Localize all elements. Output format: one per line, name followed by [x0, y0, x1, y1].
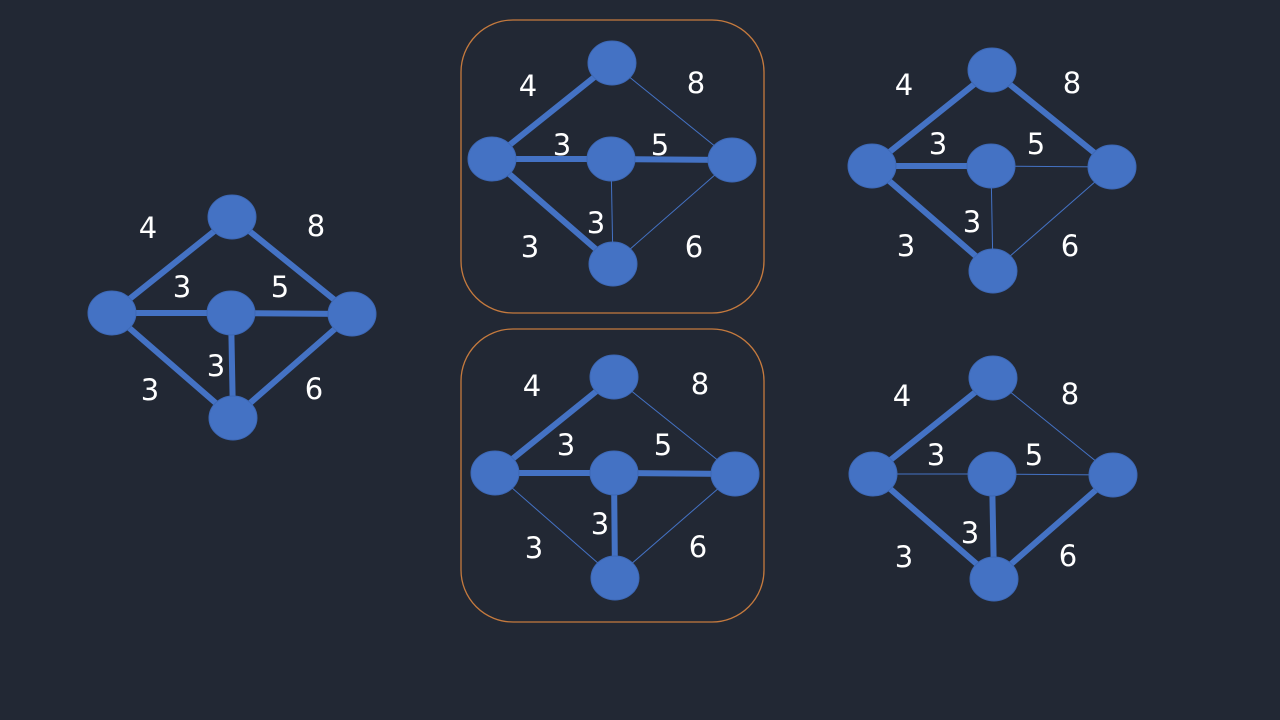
- node-left: [467, 136, 517, 182]
- edge-weight-label-right-bottom: 6: [305, 372, 323, 406]
- node-right: [327, 291, 377, 337]
- node-top: [587, 40, 637, 86]
- edge-weight-label-top-right: 8: [1063, 66, 1081, 100]
- edge-weight-label-center-right: 5: [1027, 127, 1045, 161]
- edge-right-bottom: [992, 166, 1113, 272]
- spanning-tree-b-frame: [460, 328, 765, 623]
- edge-weight-label-center-bottom: 3: [587, 206, 605, 240]
- spanning-tree-a-frame: [460, 19, 765, 314]
- node-top: [207, 194, 257, 240]
- spanning-tree-b: 4 8 3 5 3 3 6: [460, 328, 765, 623]
- edge-left-bottom: [494, 472, 616, 579]
- edge-weight-label-center-right: 5: [651, 128, 669, 162]
- edge-left-top-selected: [489, 60, 615, 162]
- node-right: [707, 137, 757, 183]
- node-top: [589, 354, 639, 400]
- edge-left-bottom-selected: [109, 310, 236, 421]
- edge-weight-label-left-top: 4: [139, 211, 157, 245]
- edge-weight-label-center-right: 5: [1025, 438, 1043, 472]
- edge-weight-label-left-bottom: 3: [897, 229, 915, 263]
- edge-weight-label-center-right: 5: [654, 428, 672, 462]
- node-center: [589, 450, 639, 496]
- edge-left-top-selected: [870, 375, 996, 477]
- node-left: [470, 450, 520, 496]
- node-bottom: [588, 241, 638, 287]
- spanning-tree-d: 4 8 3 5 3 3 6: [848, 355, 1138, 602]
- node-left: [848, 451, 898, 497]
- edge-weight-label-left-top: 4: [895, 68, 913, 102]
- edge-weight-label-right-bottom: 6: [689, 530, 707, 564]
- edge-left-top-selected: [109, 214, 235, 316]
- edge-left-bottom-selected: [869, 163, 996, 274]
- edge-right-bottom-selected: [991, 472, 1116, 582]
- edge-top-right: [611, 62, 733, 161]
- node-right: [1088, 452, 1138, 498]
- edge-weight-label-right-bottom: 6: [1059, 539, 1077, 573]
- spanning-tree-a: 4 8 3 5 3 3 6: [460, 19, 765, 314]
- node-bottom: [969, 556, 1019, 602]
- edge-weight-label-left-center: 3: [553, 128, 571, 162]
- node-right: [1087, 144, 1137, 190]
- edge-left-bottom-selected: [489, 156, 616, 267]
- edge-top-right: [613, 376, 736, 475]
- edge-weight-label-top-right: 8: [1061, 377, 1079, 411]
- node-bottom: [208, 395, 258, 441]
- node-bottom: [590, 555, 640, 601]
- node-top: [967, 47, 1017, 93]
- edge-weight-label-left-top: 4: [519, 69, 537, 103]
- edge-weight-label-left-center: 3: [173, 270, 191, 304]
- edge-top-right-selected: [989, 67, 1115, 170]
- edge-top-right-selected: [229, 214, 355, 317]
- spanning-tree-c: 4 8 3 5 3 3 6: [847, 47, 1137, 294]
- edge-weight-label-left-center: 3: [557, 428, 575, 462]
- edge-weight-label-center-bottom: 3: [207, 349, 225, 383]
- node-right: [710, 451, 760, 497]
- edge-top-right: [992, 377, 1114, 476]
- edge-weight-label-left-center: 3: [927, 438, 945, 472]
- edge-weight-label-left-top: 4: [523, 369, 541, 403]
- edge-weight-label-top-right: 8: [691, 367, 709, 401]
- edge-weight-label-right-bottom: 6: [1061, 229, 1079, 263]
- edge-right-bottom: [614, 473, 736, 579]
- edge-weight-label-left-bottom: 3: [521, 230, 539, 264]
- edge-left-bottom-selected: [870, 471, 997, 582]
- edge-weight-label-top-right: 8: [687, 66, 705, 100]
- node-center: [586, 136, 636, 182]
- edge-right-bottom-selected: [230, 311, 355, 421]
- edge-right-bottom: [612, 159, 733, 265]
- edge-left-top-selected: [492, 374, 617, 476]
- node-bottom: [968, 248, 1018, 294]
- edge-weight-label-top-right: 8: [307, 209, 325, 243]
- node-left: [87, 290, 137, 336]
- edge-weight-label-center-bottom: 3: [963, 205, 981, 239]
- edge-weight-label-left-bottom: 3: [895, 540, 913, 574]
- edge-weight-label-right-bottom: 6: [685, 230, 703, 264]
- edge-weight-label-left-top: 4: [893, 379, 911, 413]
- edge-weight-label-left-center: 3: [929, 127, 947, 161]
- edge-weight-label-left-bottom: 3: [141, 373, 159, 407]
- node-top: [968, 355, 1018, 401]
- node-center: [967, 451, 1017, 497]
- edge-weight-label-center-right: 5: [271, 270, 289, 304]
- node-center: [966, 143, 1016, 189]
- edge-weight-label-center-bottom: 3: [961, 516, 979, 550]
- original-graph: 4 8 3 5 3 3 6: [87, 194, 377, 441]
- node-center: [206, 290, 256, 336]
- edge-left-top-selected: [869, 67, 995, 169]
- edge-weight-label-left-bottom: 3: [525, 531, 543, 565]
- node-left: [847, 143, 897, 189]
- edge-weight-label-center-bottom: 3: [591, 507, 609, 541]
